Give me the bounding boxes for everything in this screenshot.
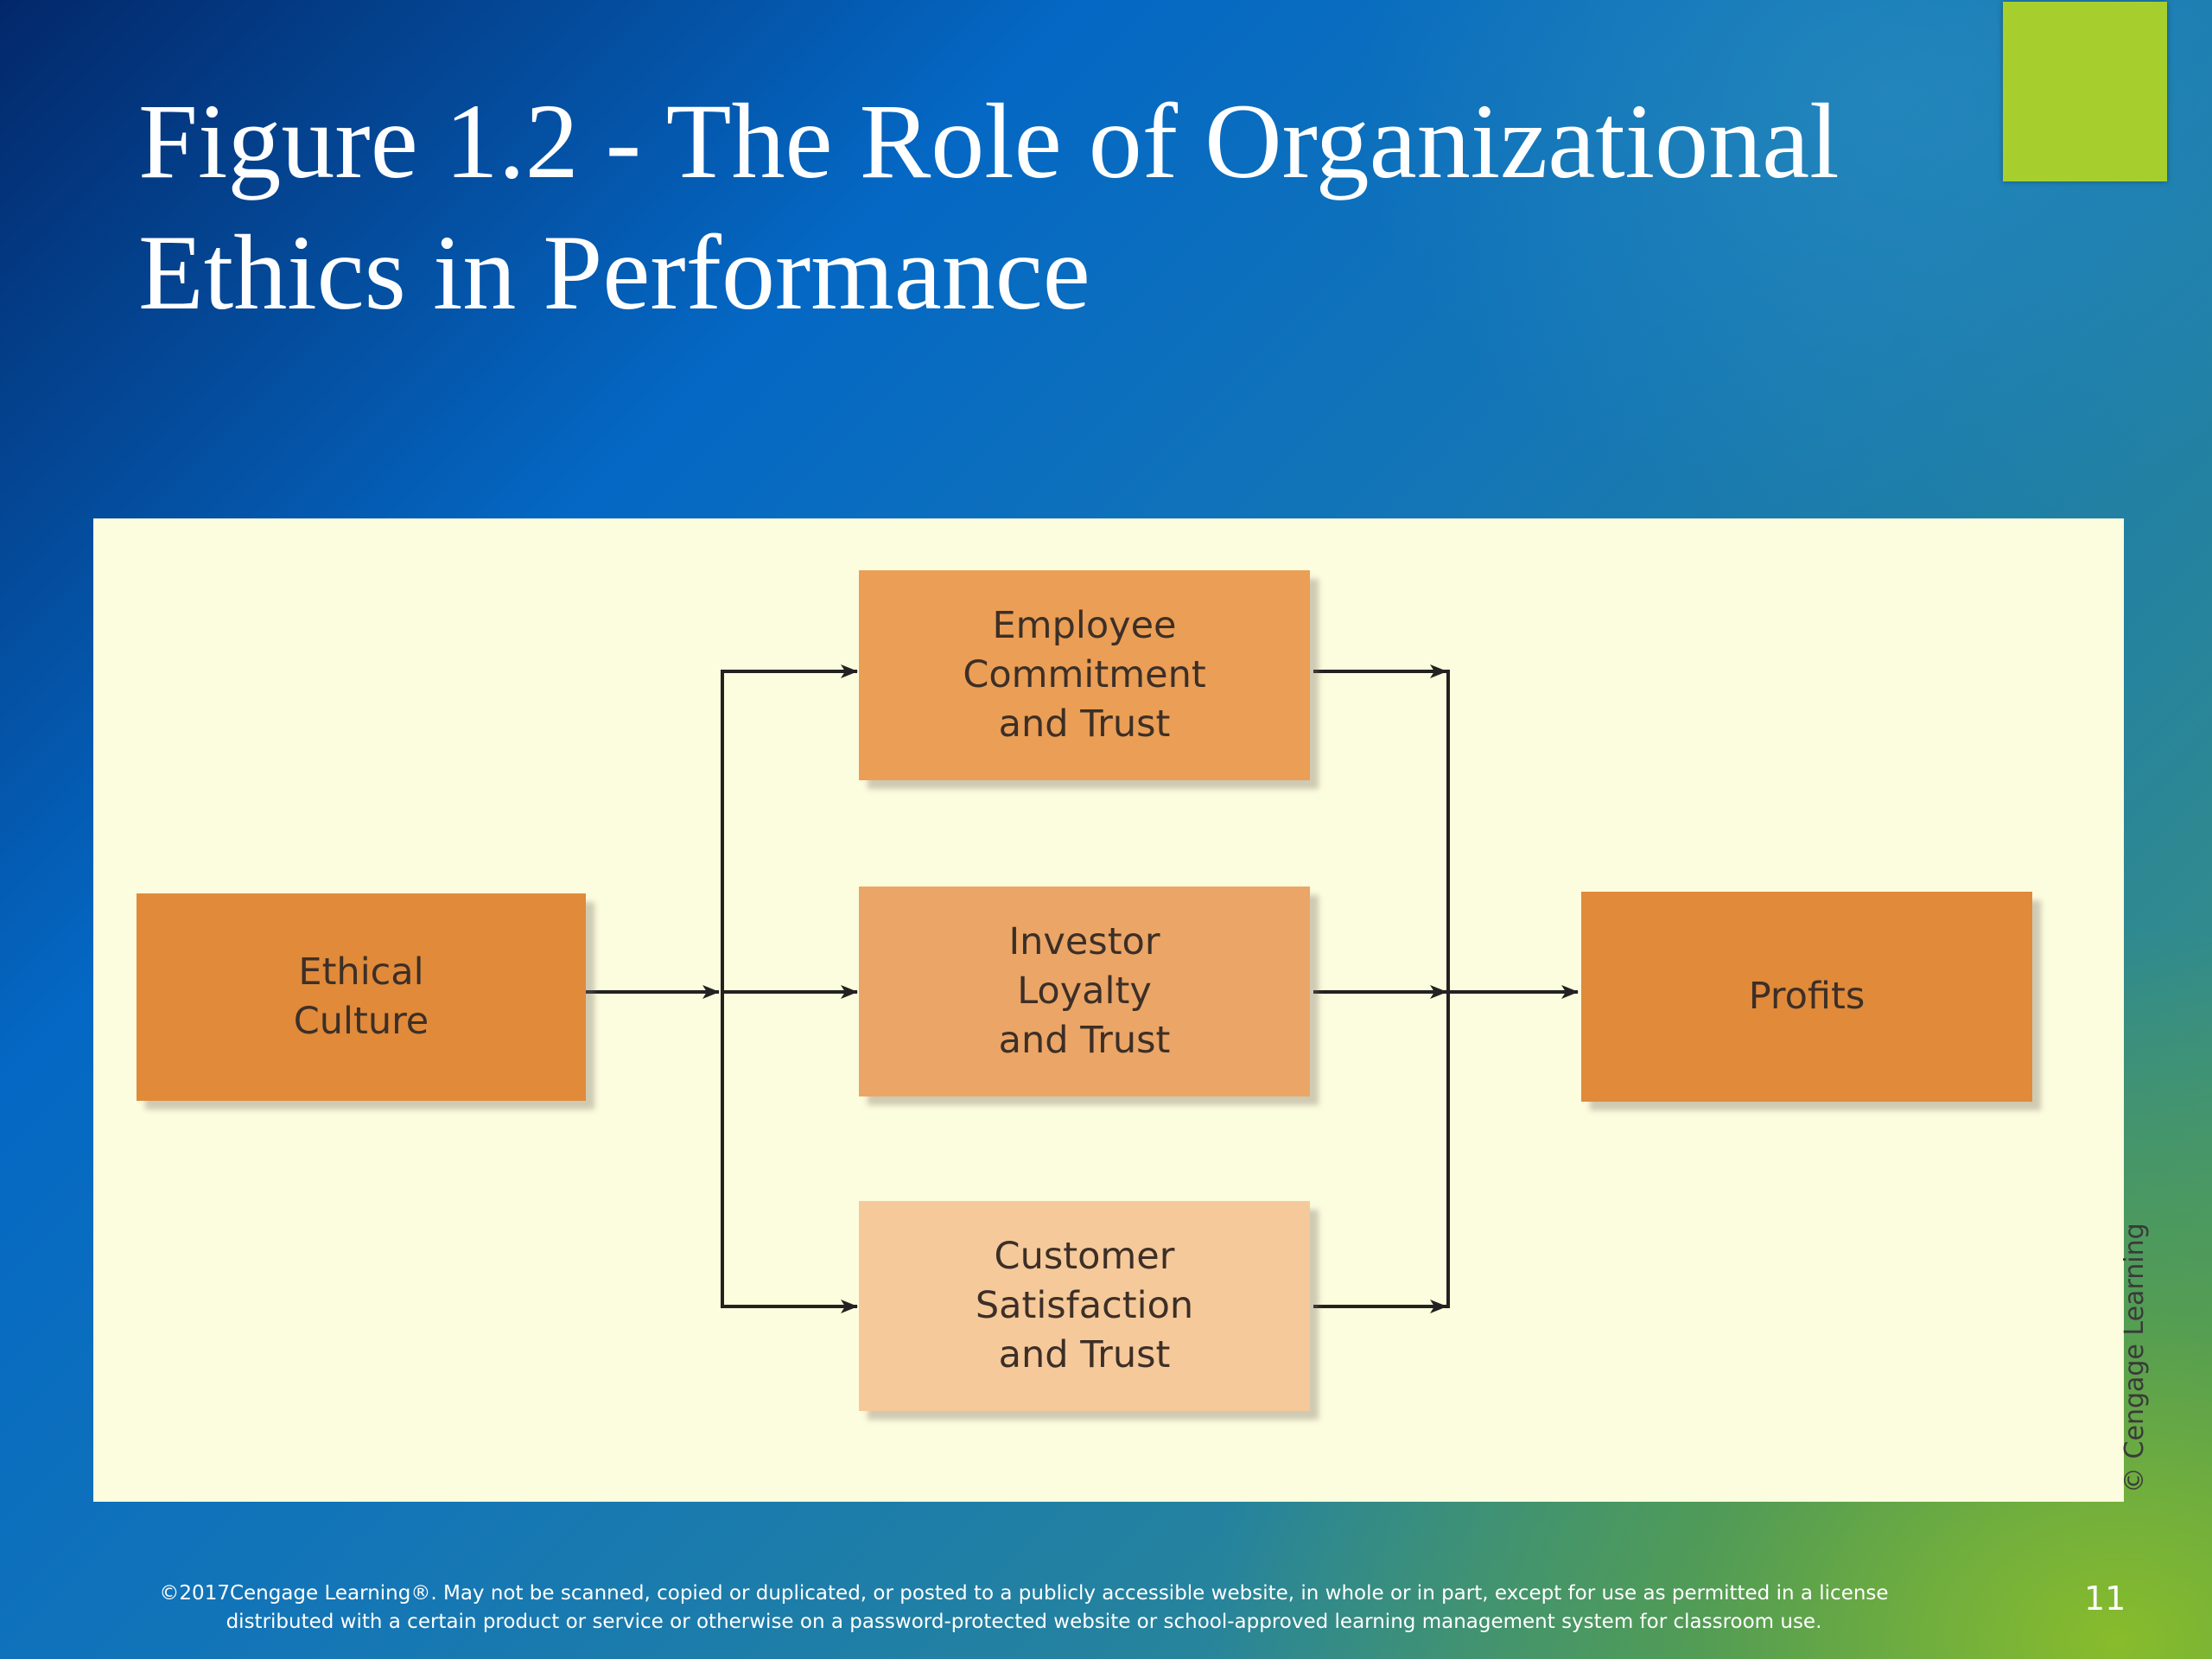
node-ethical-culture-label: Ethical Culture (293, 950, 429, 1043)
node-customer-satisfaction-label: Customer Satisfaction and Trust (975, 1235, 1194, 1376)
node-investor-loyalty: Investor Loyalty and Trust (859, 887, 1310, 1096)
accent-square (2003, 2, 2167, 181)
copyright-footer: ©2017Cengage Learning®. May not be scann… (138, 1580, 1910, 1637)
image-credit-text: © Cengage Learning (2120, 1223, 2150, 1493)
page-number: 11 (2084, 1580, 2126, 1618)
node-investor-loyalty-label: Investor Loyalty and Trust (998, 920, 1171, 1062)
node-profits-label: Profits (1748, 975, 1866, 1018)
slide-title: Figure 1.2 - The Role of Organizational … (138, 76, 1953, 339)
node-employee-commitment-label: Employee Commitment and Trust (963, 604, 1206, 746)
node-ethical-culture: Ethical Culture (137, 893, 586, 1101)
diagram-panel: Ethical Culture Employee Commitment and … (93, 518, 2150, 1502)
title-line-2: Ethics in Performance (138, 213, 1090, 332)
node-profits: Profits (1581, 892, 2032, 1102)
title-line-1: Figure 1.2 - The Role of Organizational (138, 82, 1840, 200)
connector-lines (363, 664, 1579, 1313)
node-employee-commitment: Employee Commitment and Trust (859, 570, 1310, 780)
copyright-line-2: distributed with a certain product or se… (226, 1611, 1822, 1633)
copyright-line-1: ©2017Cengage Learning®. May not be scann… (159, 1582, 1889, 1605)
node-customer-satisfaction: Customer Satisfaction and Trust (859, 1201, 1310, 1411)
